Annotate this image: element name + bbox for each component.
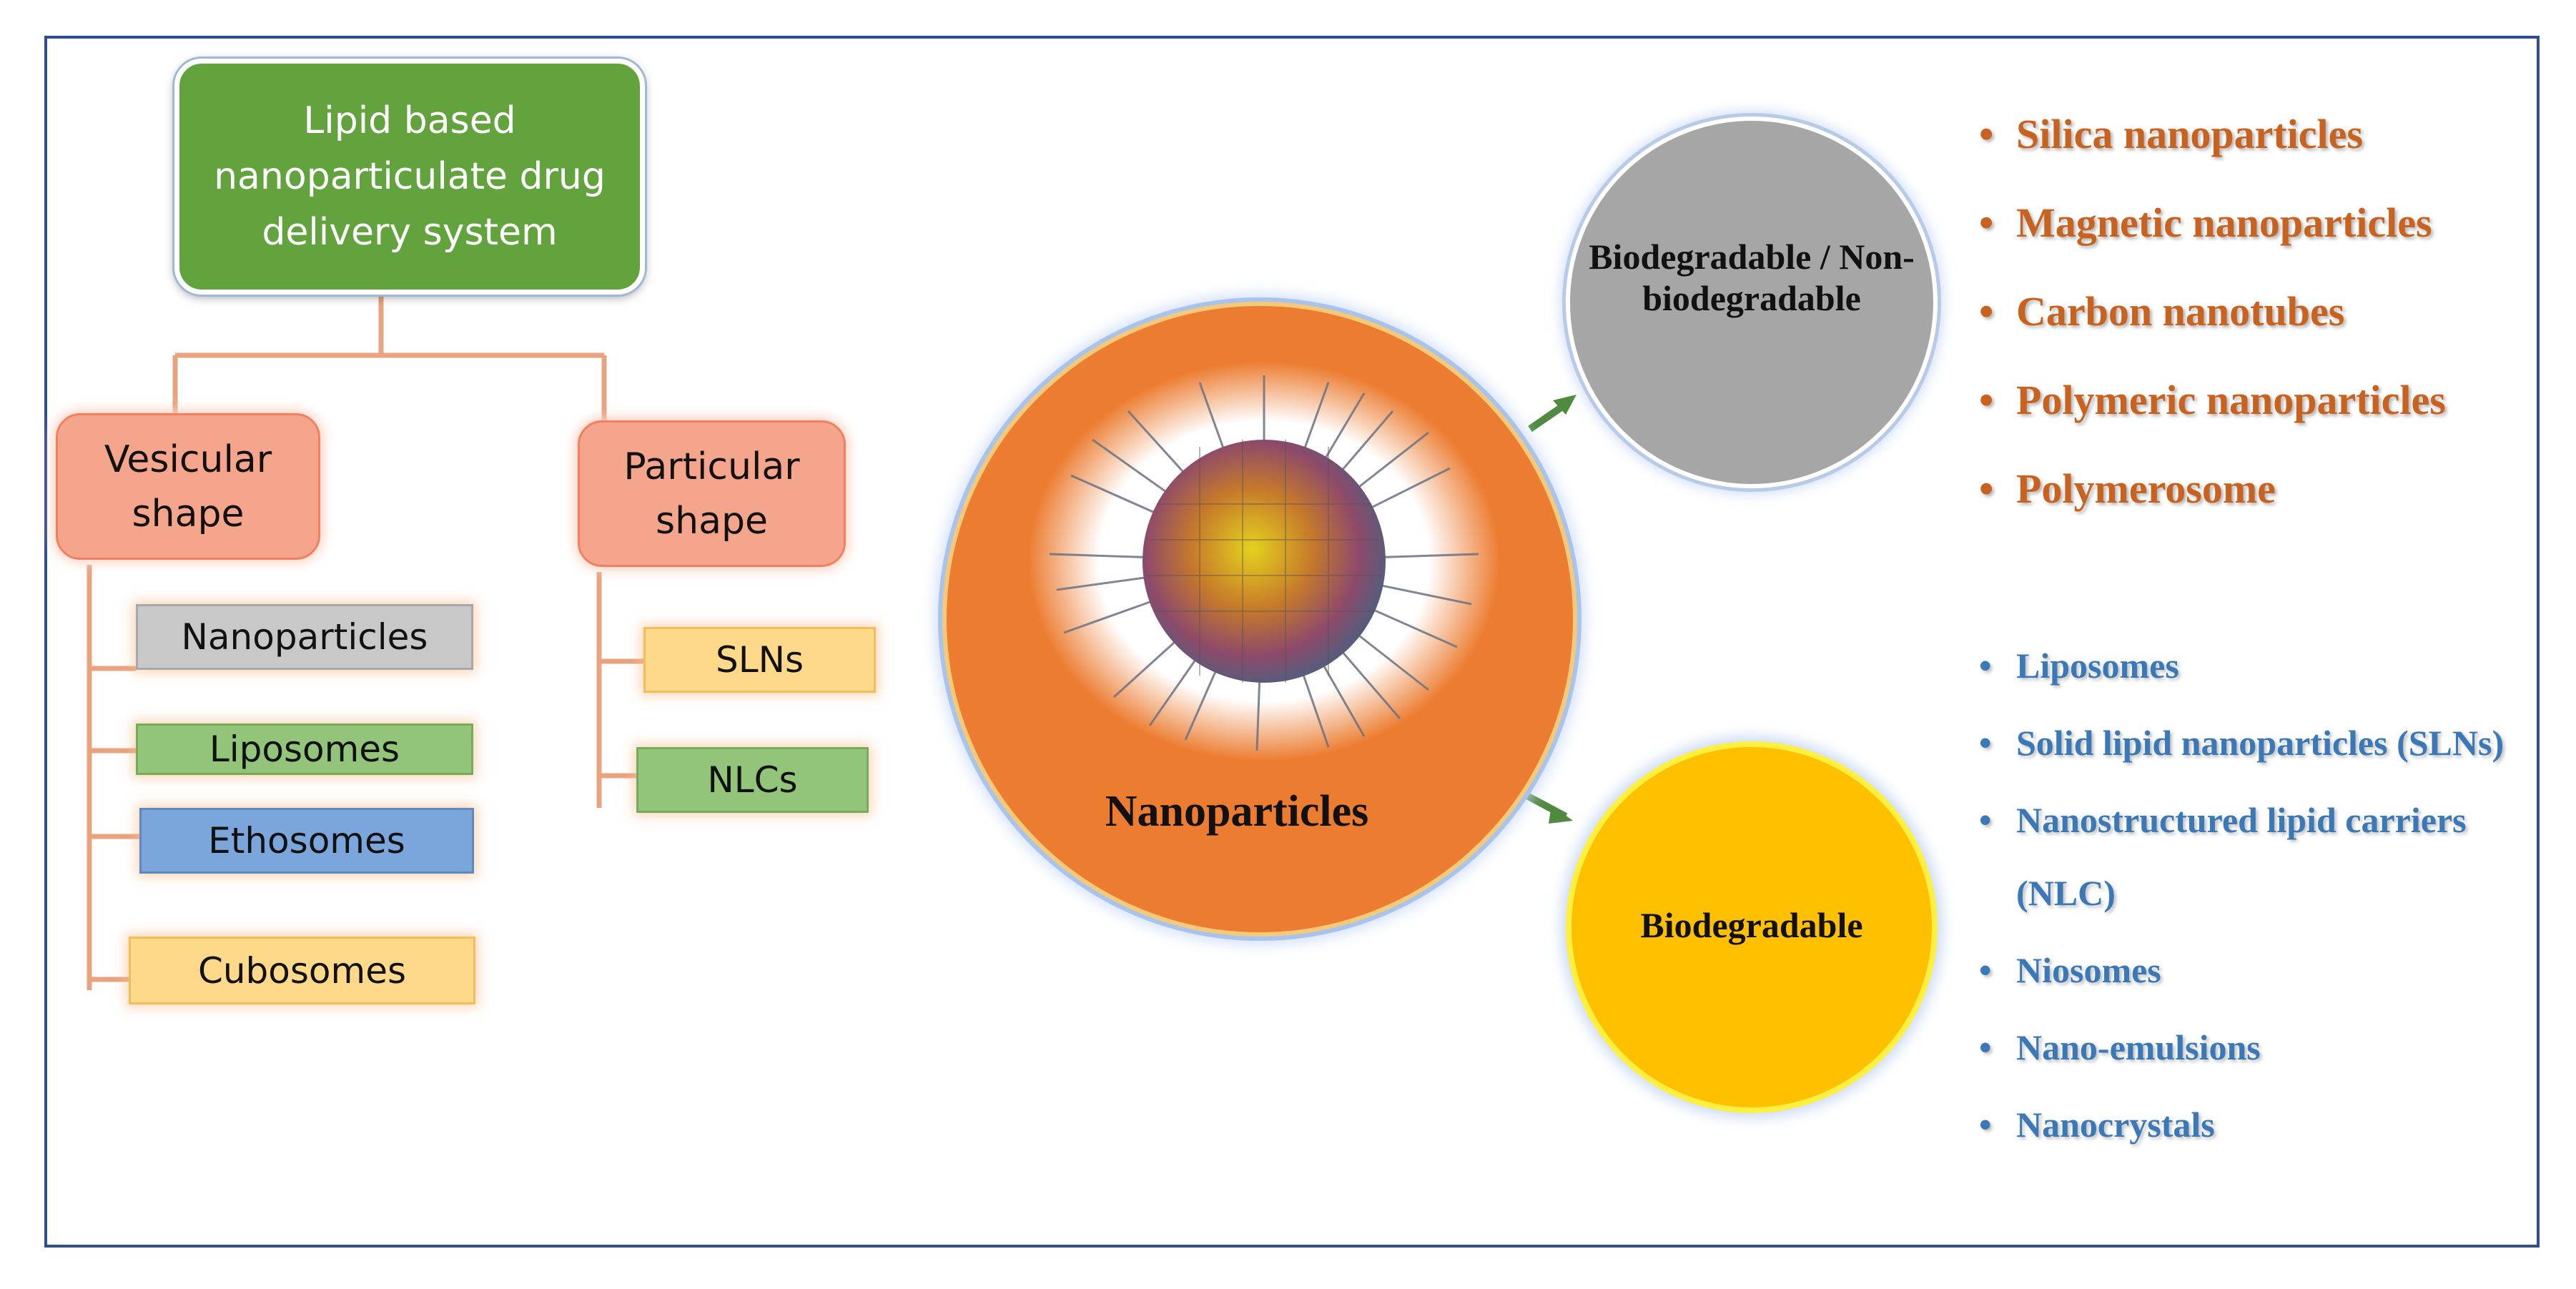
list-item: • Polymerosome [1973,445,2545,533]
bullet-icon: • [1979,111,1994,157]
particular-shape-label: Particular shape [623,445,800,543]
slns-leaf-label: SLNs [715,639,804,681]
list-item: • Carbon nanotubes [1973,267,2545,356]
slns-leaf: SLNs [643,627,876,693]
bullet-icon: • [1979,950,1992,990]
list-item: • Silica nanoparticles [1973,90,2545,179]
list-item-label: Nanostructured lipid carriers (NLC) [2016,800,2467,913]
biodegradable-nonbiodegradable-circle [1566,117,1938,488]
list-item-label: Nano-emulsions [2016,1027,2261,1067]
ethosomes-leaf-label: Ethosomes [208,820,405,861]
nlcs-leaf: NLCs [636,747,869,813]
nlcs-leaf-label: NLCs [707,759,798,801]
nanoparticles-leaf-label: Nanoparticles [181,616,428,658]
list-item-label: Carbon nanotubes [2016,288,2345,335]
biodegradable-label: Biodegradable [1640,905,1863,945]
bullet-icon: • [1979,199,1994,246]
list-item-label: Polymeric nanoparticles [2016,377,2446,423]
liposomes-leaf-label: Liposomes [209,729,400,770]
list-item-label: Silica nanoparticles [2016,111,2363,157]
list-item-label: Nanocrystals [2016,1105,2215,1145]
list-item-label: Solid lipid nanoparticles (SLNs) [2016,723,2505,763]
bullet-icon: • [1979,800,1992,840]
root-label: Lipid based nanoparticulate drug deliver… [214,99,606,254]
bullet-icon: • [1979,288,1994,335]
biodegradable-circle [1566,741,1938,1113]
list-item: • Nanostructured lipid carriers (NLC) [1973,784,2545,929]
list-item: • Niosomes [1973,934,2545,1007]
list-item: • Nanocrystals [1973,1088,2545,1161]
list-item-label: Liposomes [2016,646,2179,686]
bullet-icon: • [1979,465,1994,512]
list-item: • Magnetic nanoparticles [1973,179,2545,267]
nanoparticles-leaf: Nanoparticles [136,604,473,670]
bullet-icon: • [1979,723,1992,763]
bullet-icon: • [1979,1105,1992,1145]
list-item: • Liposomes [1973,629,2545,702]
biodegradable-nonbiodegradable-label: Biodegradable / Non-biodegradable [1589,237,1915,318]
nonbiodegradable-list: • Silica nanoparticles • Magnetic nanopart… [1973,90,2545,533]
list-item: • Nano-emulsions [1973,1011,2545,1084]
list-item-label: Polymerosome [2016,465,2276,512]
vesicular-shape-label: Vesicular shape [104,438,272,535]
list-item-label: Magnetic nanoparticles [2016,199,2432,246]
cubosomes-leaf-label: Cubosomes [197,949,407,992]
vesicular-shape-node: Vesicular shape [56,413,320,560]
list-item-label: Niosomes [2016,950,2161,990]
particular-shape-node: Particular shape [578,420,846,567]
list-item: • Solid lipid nanoparticles (SLNs) [1973,706,2545,779]
ethosomes-leaf: Ethosomes [139,808,474,874]
list-item: • Polymeric nanoparticles [1973,356,2545,445]
bullet-icon: • [1979,377,1994,423]
liposomes-leaf: Liposomes [136,723,473,775]
biodegradable-list: • Liposomes • Solid lipid nanoparticles (S… [1973,629,2545,1161]
bullet-icon: • [1979,646,1992,686]
root-node: Lipid based nanoparticulate drug deliver… [174,59,645,295]
nanoparticle-illustration [1028,361,1500,761]
cubosomes-leaf: Cubosomes [129,937,475,1004]
bullet-icon: • [1979,1027,1992,1067]
nanoparticles-label: Nanoparticles [1105,787,1369,836]
